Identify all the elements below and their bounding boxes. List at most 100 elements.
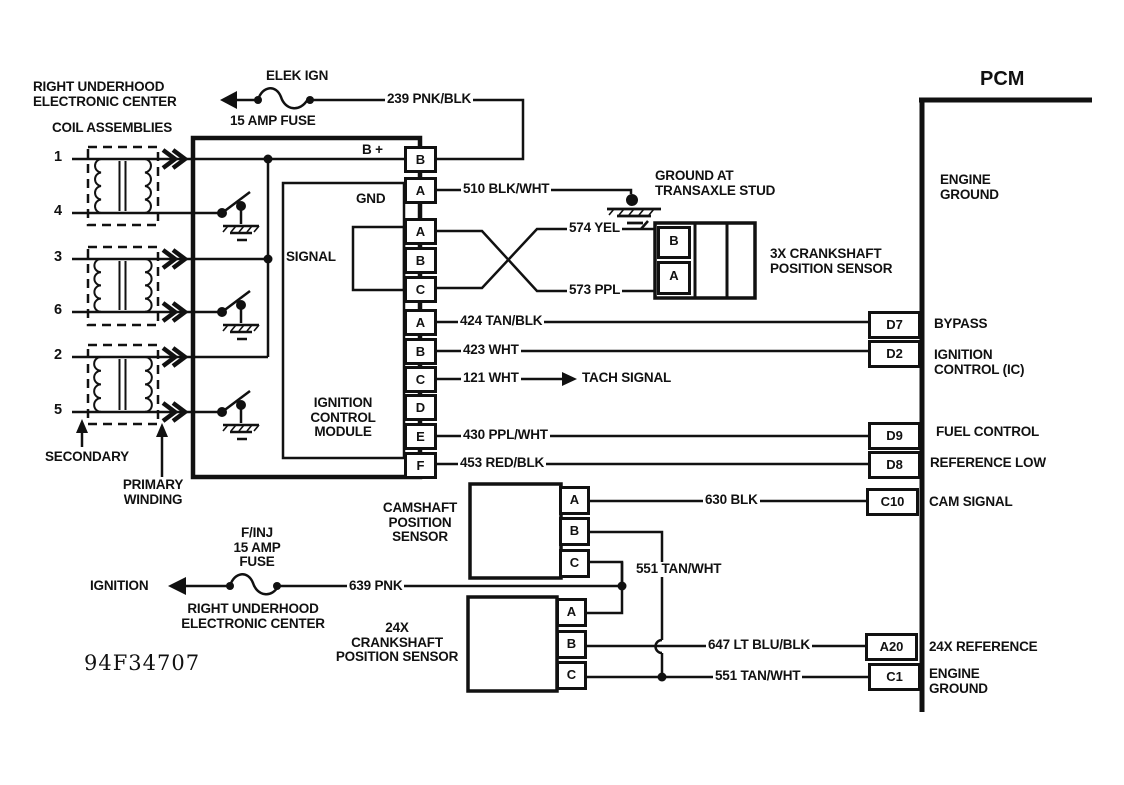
sensor-24x-pin-B: B	[556, 630, 587, 659]
pcm-title: PCM	[980, 68, 1025, 90]
module-pin-A: A	[404, 309, 437, 336]
wire-551-upper-label: 551 TAN/WHT	[634, 561, 724, 577]
pcm-engine-ground-top-label: ENGINE GROUND	[940, 172, 999, 202]
cam-sensor-pin-C: C	[559, 549, 590, 578]
pcm-pin-C1: C1	[868, 663, 921, 691]
wire-121-label: 121 WHT	[461, 370, 521, 386]
flow-arrows	[76, 91, 577, 595]
sensor-3x-pin-A: A	[657, 261, 691, 295]
module-pin-F: F	[404, 452, 437, 479]
wire-630-label: 630 BLK	[703, 492, 760, 508]
elek-ign-label: ELEK IGN	[266, 68, 329, 83]
secondary-label: SECONDARY	[45, 449, 129, 464]
driver-switches	[217, 191, 260, 441]
ignition-module-outline	[190, 135, 423, 480]
sensor-3x-pin-B: B	[657, 226, 691, 259]
tach-arrow	[562, 372, 577, 386]
ignition-label: IGNITION	[90, 578, 149, 593]
b-plus-label: B +	[362, 142, 383, 157]
fuse-finj-squiggle	[228, 573, 281, 596]
pcm-pin-D8: D8	[868, 451, 921, 479]
module-name-label: IGNITION CONTROL MODULE	[310, 395, 376, 439]
module-pin-A-gnd: A	[404, 177, 437, 204]
pcm-label-fuel-control: FUEL CONTROL	[936, 424, 1040, 439]
switch-coil5	[217, 390, 260, 441]
sensor-3x-dividers	[693, 223, 729, 298]
pointer-shafts	[80, 430, 164, 477]
fuse-elek-squiggle	[256, 87, 310, 110]
module-pin-D: D	[404, 394, 437, 421]
coil-assemblies-label: COIL ASSEMBLIES	[52, 120, 173, 135]
coil-3-6	[86, 245, 160, 327]
pcm-label-engine-ground: ENGINE GROUND	[929, 666, 988, 696]
finj-fuse-label: F/INJ 15 AMP FUSE	[233, 525, 281, 569]
coil-terminal-6: 6	[54, 302, 62, 318]
wire-423-label: 423 WHT	[461, 342, 521, 358]
tach-signal-label: TACH SIGNAL	[582, 370, 672, 385]
wire-574-label: 574 YEL	[567, 220, 622, 236]
module-pin-C-signal: C	[404, 276, 437, 303]
gnd-label: GND	[356, 191, 386, 206]
pcm-label-reference-low: REFERENCE LOW	[930, 455, 1046, 470]
figure-id: 94F34707	[84, 651, 201, 675]
ground-stud-label: GROUND AT TRANSAXLE STUD	[655, 168, 776, 198]
pcm-pin-C10: C10	[866, 488, 919, 516]
secondary-arrow-head	[76, 419, 88, 433]
coil-terminal-1: 1	[54, 149, 62, 165]
coil-assembly-symbols	[86, 145, 160, 426]
wire-647-label: 647 LT BLU/BLK	[706, 637, 812, 653]
coil-terminal-3: 3	[54, 249, 62, 265]
cam-sensor-label: CAMSHAFT POSITION SENSOR	[382, 500, 458, 544]
module-pin-B-signal: B	[404, 247, 437, 274]
coil-terminal-2: 2	[54, 347, 62, 363]
module-pin-B: B	[404, 338, 437, 365]
module-pin-C: C	[404, 366, 437, 393]
pcm-label-cam-signal: CAM SIGNAL	[929, 494, 1013, 509]
primary-winding-label: PRIMARY WINDING	[122, 477, 184, 507]
wire-639-label: 639 PNK	[347, 578, 405, 594]
elek-ign-arrow	[220, 91, 237, 109]
ruec-bottom-label: RIGHT UNDERHOOD ELECTRONIC CENTER	[181, 601, 325, 631]
switch-coil6	[217, 290, 260, 341]
sensor-24x-outline	[466, 595, 559, 693]
switch-coil4	[217, 191, 260, 242]
ignition-arrow	[168, 577, 186, 595]
pcm-pin-D7: D7	[868, 311, 921, 339]
pcm-label-bypass: BYPASS	[934, 316, 988, 331]
sensor-24x-pin-C: C	[556, 661, 587, 690]
cam-sensor-pin-A: A	[559, 486, 590, 515]
coil-terminal-4: 4	[54, 203, 62, 219]
coil-terminal-5: 5	[54, 402, 62, 418]
module-pin-E: E	[404, 423, 437, 450]
fuse-15amp-label: 15 AMP FUSE	[230, 113, 316, 128]
pcm-pin-D9: D9	[868, 422, 921, 450]
pcm-label-ignition-control: IGNITION CONTROL (IC)	[934, 347, 1025, 377]
module-pin-A-signal: A	[404, 218, 437, 245]
signal-label: SIGNAL	[286, 249, 336, 264]
pcm-pin-D2: D2	[868, 340, 921, 368]
sensor-24x-pin-A: A	[556, 598, 587, 627]
wire-430-label: 430 PPL/WHT	[461, 427, 550, 443]
wire-453-label: 453 RED/BLK	[458, 455, 547, 471]
junction-dots	[226, 96, 667, 682]
wire-573-label: 573 PPL	[567, 282, 623, 298]
wire-510-label: 510 BLK/WHT	[461, 181, 552, 197]
boxes	[190, 97, 1092, 712]
pcm-pin-A20: A20	[865, 633, 918, 661]
coil-1-4	[86, 145, 160, 227]
sensor-3x-outline	[653, 221, 757, 300]
sensor-3x-label: 3X CRANKSHAFT POSITION SENSOR	[770, 246, 893, 276]
cam-sensor-outline	[468, 482, 563, 580]
wire-239-label: 239 PNK/BLK	[385, 91, 474, 107]
primary-arrow-head	[156, 423, 168, 437]
transaxle-ground-symbol	[607, 194, 661, 225]
signal-bracket	[351, 225, 406, 292]
cam-sensor-pin-B: B	[559, 517, 590, 546]
pcm-label-24x-reference: 24X REFERENCE	[929, 639, 1038, 654]
ruec-top-label: RIGHT UNDERHOOD ELECTRONIC CENTER	[33, 79, 177, 109]
wire-551-lower-label: 551 TAN/WHT	[713, 668, 803, 684]
chevron-connectors	[161, 148, 189, 423]
wire-424-label: 424 TAN/BLK	[458, 313, 545, 329]
sensor-24x-label: 24X CRANKSHAFT POSITION SENSOR	[335, 620, 459, 664]
